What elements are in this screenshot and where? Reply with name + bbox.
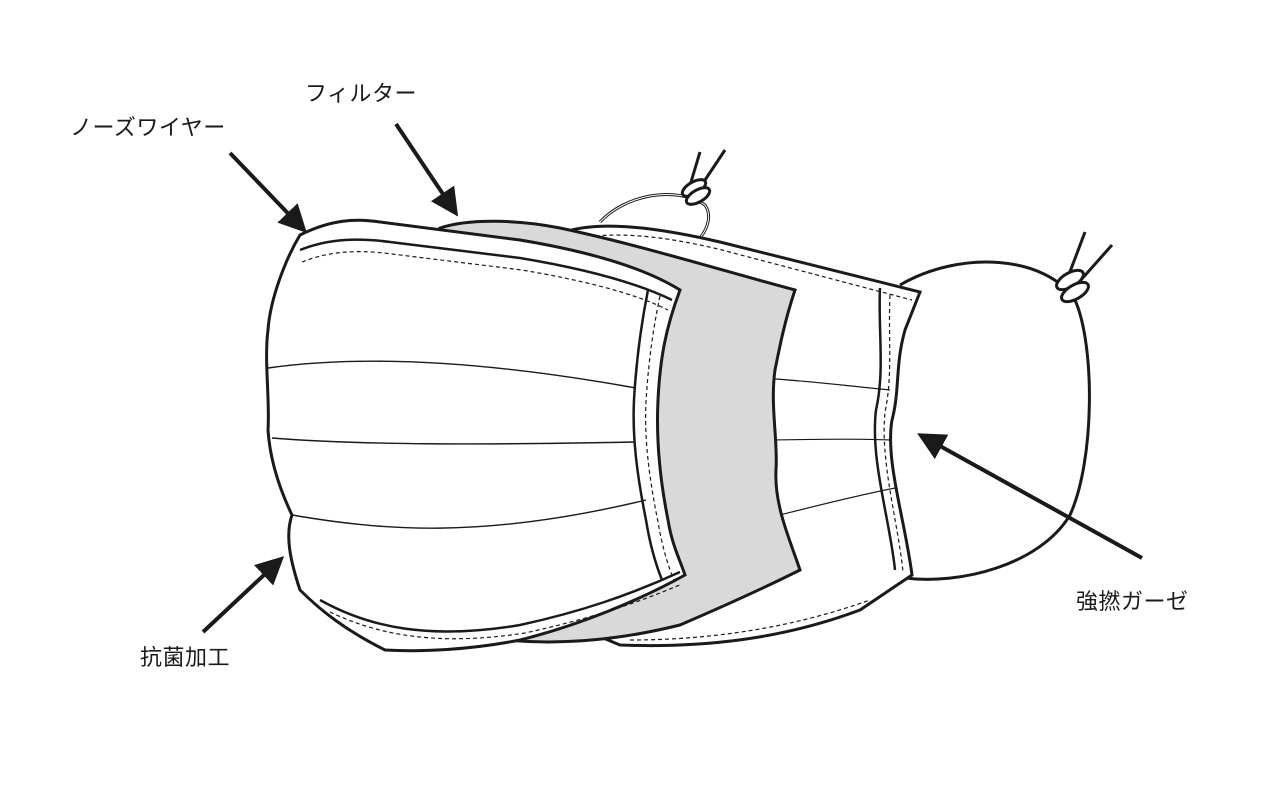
gauze-label: 強撚ガーゼ (1076, 590, 1189, 615)
ear-loop-front-toggle (1055, 231, 1114, 304)
gauze-arrow (917, 433, 1143, 560)
nose-wire-arrow (228, 151, 307, 234)
filter-label: フィルター (305, 82, 418, 107)
antibacterial-label: 抗菌加工 (140, 646, 231, 671)
filter-arrow (394, 122, 459, 217)
antibacterial-arrow (201, 556, 285, 634)
nose-wire-label: ノーズワイヤー (70, 116, 226, 141)
front-mask-layer (265, 218, 687, 653)
ear-loop-back-toggle (680, 149, 727, 206)
ear-loop-front (899, 260, 1091, 581)
